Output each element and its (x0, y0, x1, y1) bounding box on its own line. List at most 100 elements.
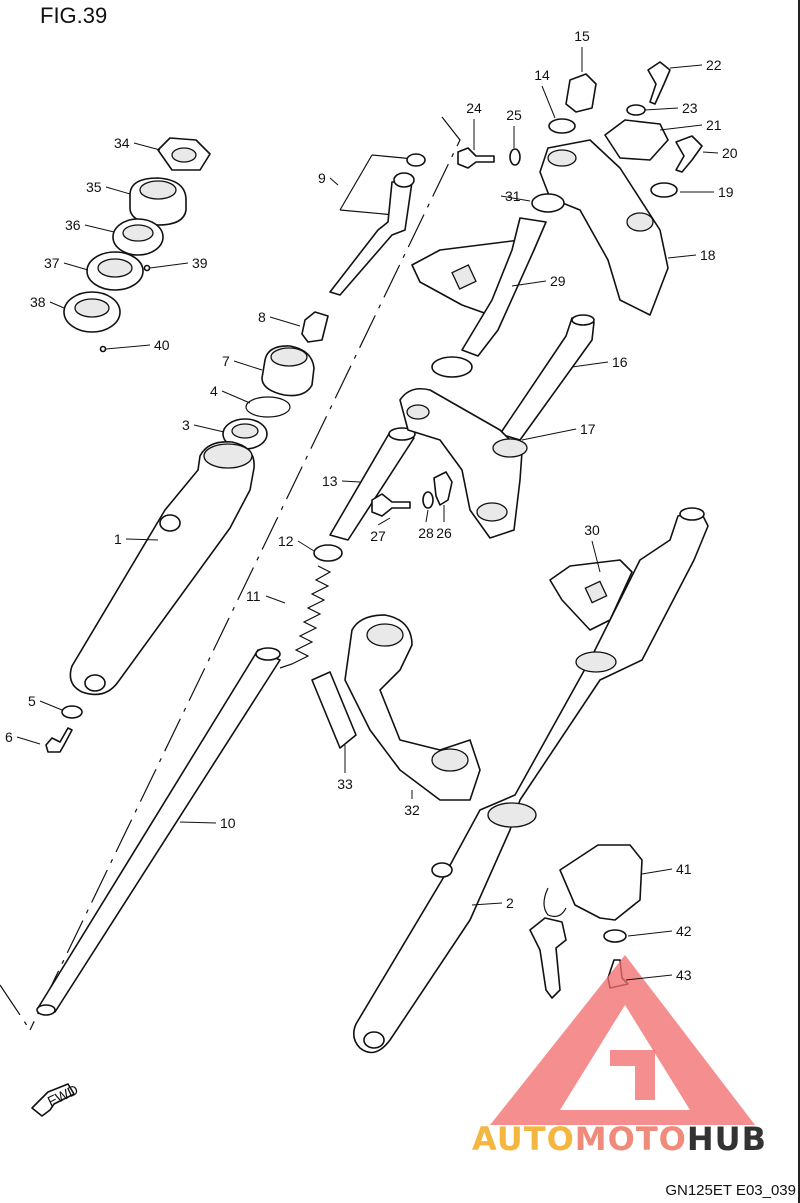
callout-leader-line (329, 177, 339, 186)
callout-3: 3 (182, 417, 225, 433)
callout-number: 11 (246, 588, 261, 604)
part-steering-stem-16 (499, 314, 595, 441)
callout-number: 21 (706, 117, 722, 133)
fwd-label: FWD (45, 1081, 81, 1109)
callout-leader-line (297, 540, 315, 552)
callout-number: 20 (722, 145, 738, 161)
callout-37: 37 (44, 255, 89, 271)
callout-1: 1 (114, 531, 159, 547)
callout-leader-line (39, 700, 63, 711)
callout-number: 18 (700, 247, 716, 263)
callout-19: 19 (680, 184, 734, 200)
callout-7: 7 (222, 353, 263, 371)
callout-leader-line (571, 361, 609, 368)
callout-number: 41 (676, 861, 692, 877)
callout-number: 1 (114, 531, 122, 547)
callout-number: 29 (550, 273, 566, 289)
callout-40: 40 (105, 337, 170, 353)
callout-number: 38 (30, 294, 46, 310)
part-steering-lock-41 (529, 844, 643, 999)
callout-leader-line (591, 540, 601, 573)
callout-leader-line (133, 142, 161, 151)
part-fork-spring-11 (279, 565, 332, 669)
callout-leader-line (659, 124, 703, 131)
callout-leader-line (149, 262, 189, 269)
part-bolt-20 (675, 135, 703, 173)
callout-34: 34 (114, 135, 161, 151)
part-spacer-12 (313, 544, 343, 562)
callout-14: 14 (534, 67, 556, 119)
assembly-guide-left (29, 116, 461, 1031)
callout-leader-line (84, 224, 115, 233)
callout-leader-line (511, 280, 547, 287)
part-outer-tube-1 (69, 440, 255, 696)
part-washer-23 (626, 104, 646, 116)
callout-22: 22 (669, 57, 722, 73)
callout-leader-line (667, 254, 697, 259)
part-o-ring-14 (548, 118, 576, 134)
frame-border (798, 0, 800, 1203)
callout-15: 15 (574, 28, 590, 72)
callout-leader-line (471, 902, 503, 906)
part-dust-seal-7 (261, 345, 315, 397)
callout-number: 26 (436, 525, 452, 541)
callout-25: 25 (506, 107, 522, 148)
callout-number: 43 (676, 967, 692, 983)
watermark-text: AUTOMOTOHUB (472, 1120, 767, 1158)
callout-43: 43 (625, 967, 692, 983)
callout-24: 24 (466, 100, 482, 150)
callout-38: 38 (30, 294, 65, 310)
figure-title: FIG.39 (40, 3, 108, 28)
callout-number: 10 (220, 815, 236, 831)
part-washer-5 (61, 705, 83, 719)
callout-26: 26 (436, 505, 452, 541)
watermark-logo (490, 955, 755, 1125)
part-handlebar-holder-21 (604, 119, 669, 161)
callout-leader-line (179, 821, 217, 824)
watermark-hub: HUB (686, 1120, 768, 1158)
part-washer-28 (422, 491, 434, 509)
callout-number: 3 (182, 417, 190, 433)
callout-35: 35 (86, 179, 131, 195)
assembly-guide-bracket (0, 984, 31, 1031)
callout-number: 24 (466, 100, 482, 116)
callout-leader-line (641, 868, 673, 875)
callout-6: 6 (5, 729, 41, 745)
callout-16: 16 (571, 354, 628, 370)
callout-number: 34 (114, 135, 130, 151)
callout-number: 39 (192, 255, 208, 271)
part-bearing-38 (63, 291, 121, 333)
callout-leader-line (49, 301, 65, 309)
figure-code: GN125ET E03_039 (665, 1182, 796, 1199)
part-bolt-6 (45, 727, 73, 753)
part-cover-31-bottom (431, 356, 473, 378)
callout-number: 8 (258, 309, 266, 325)
callout-leader-line (269, 316, 301, 327)
callout-leader-line (702, 151, 719, 154)
part-spring-guide-8 (301, 311, 329, 343)
callout-31: 31 (500, 188, 531, 204)
callout-number: 9 (318, 170, 326, 186)
callout-number: 17 (580, 421, 596, 437)
part-bolt-27 (371, 493, 411, 517)
callout-leader-line (105, 344, 151, 350)
part-bolt-24 (457, 147, 495, 169)
callout-9: 9 (318, 170, 339, 186)
part-ball-39 (143, 264, 151, 272)
callout-leader-line (377, 517, 391, 526)
callout-number: 7 (222, 353, 230, 369)
callout-number: 30 (584, 522, 600, 538)
part-washer-42 (603, 929, 627, 943)
part-retaining-ring-4 (245, 396, 291, 418)
callout-29: 29 (511, 273, 566, 289)
callout-leader-line (425, 509, 429, 523)
callout-number: 2 (506, 895, 514, 911)
part-reflector-plate-33 (311, 671, 357, 749)
callout-33: 33 (337, 745, 353, 792)
callout-5: 5 (28, 693, 63, 711)
part-stem-nut-34 (157, 137, 211, 171)
callout-number: 4 (210, 383, 218, 399)
callout-28: 28 (418, 509, 434, 541)
callout-number: 6 (5, 729, 13, 745)
